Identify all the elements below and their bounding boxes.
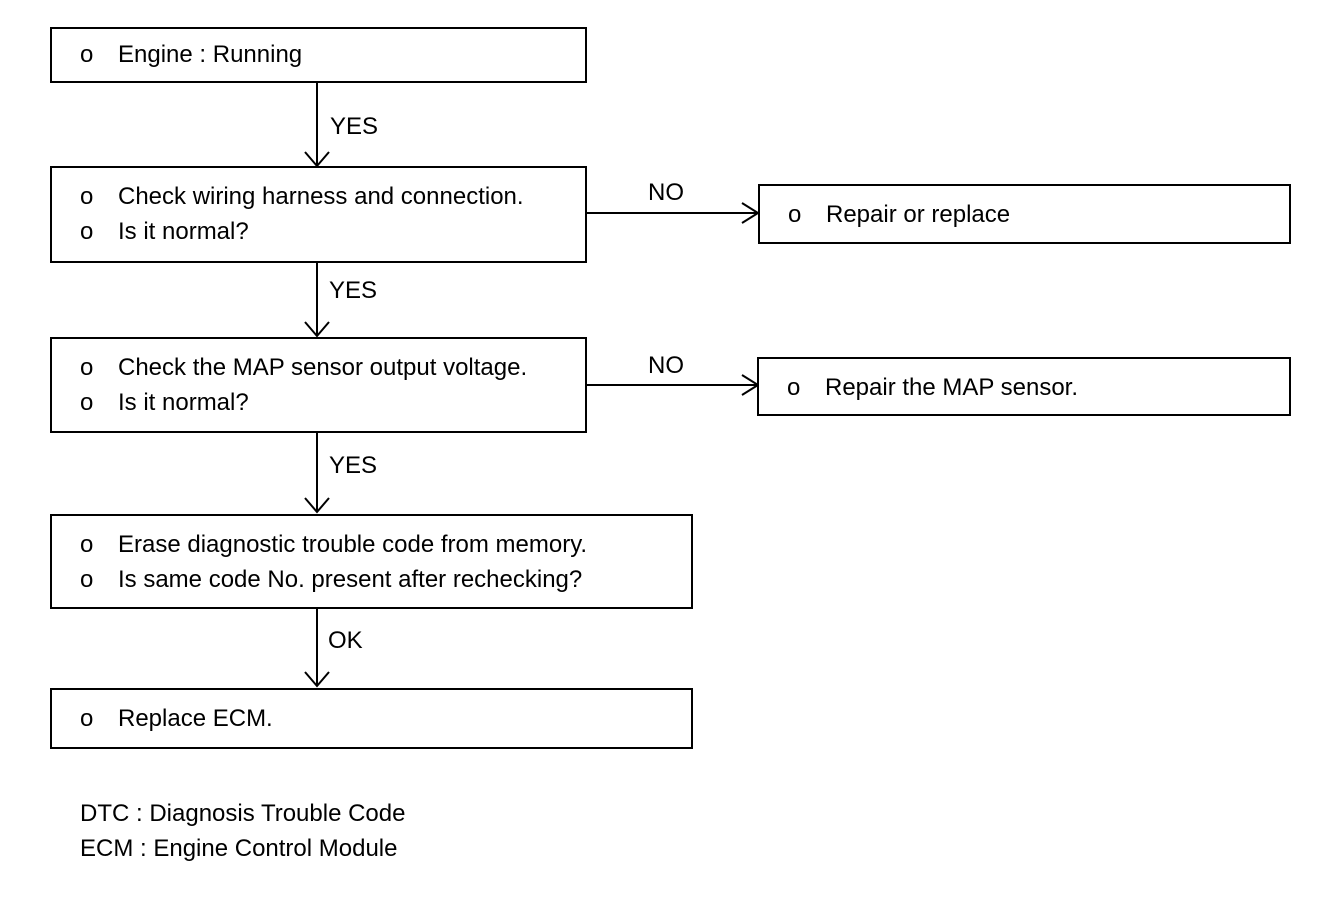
step-text: Engine : Running — [118, 41, 303, 68]
step-check-map: o Check the MAP sensor output voltage. o… — [50, 337, 587, 433]
bullet-marker: o — [787, 374, 801, 401]
bullet-marker: o — [788, 201, 802, 228]
action-repair-map-sensor: o Repair the MAP sensor. — [757, 357, 1291, 416]
edge-label-no-2: NO — [648, 352, 684, 379]
bullet-marker: o — [80, 354, 94, 381]
edge-label-no-1: NO — [648, 179, 684, 206]
bullet-marker: o — [80, 566, 94, 593]
action-text: Repair the MAP sensor. — [825, 374, 1079, 401]
step-text: Replace ECM. — [118, 705, 273, 732]
bullet-marker: o — [80, 705, 94, 732]
edge-label-yes-1: YES — [330, 113, 379, 140]
bullet-marker: o — [80, 218, 94, 245]
step-text: Erase diagnostic trouble code from memor… — [118, 531, 588, 558]
edge-label-ok: OK — [328, 627, 363, 654]
step-check-wiring: o Check wiring harness and connection. o… — [50, 166, 587, 263]
step-erase-dtc: o Erase diagnostic trouble code from mem… — [50, 514, 693, 609]
bullet-marker: o — [80, 41, 94, 68]
arrowhead-yes-3 — [304, 497, 330, 514]
arrowhead-ok — [304, 671, 330, 688]
edge-label-yes-3: YES — [329, 452, 378, 479]
arrowhead-yes-2 — [304, 321, 330, 338]
legend-ecm: ECM : Engine Control Module — [80, 835, 398, 862]
step-text: Check wiring harness and connection. — [118, 183, 524, 210]
action-repair-or-replace: o Repair or replace — [758, 184, 1291, 244]
bullet-marker: o — [80, 389, 94, 416]
bullet-marker: o — [80, 531, 94, 558]
step-text: Check the MAP sensor output voltage. — [118, 354, 528, 381]
legend-dtc: DTC : Diagnosis Trouble Code — [80, 800, 406, 827]
step-text: Is it normal? — [118, 389, 249, 416]
step-replace-ecm: o Replace ECM. — [50, 688, 693, 749]
action-text: Repair or replace — [826, 201, 1011, 228]
bullet-marker: o — [80, 183, 94, 210]
step-text: Is it normal? — [118, 218, 249, 245]
edge-label-yes-2: YES — [329, 277, 378, 304]
step-engine-running: o Engine : Running — [50, 27, 587, 83]
step-text: Is same code No. present after recheckin… — [118, 566, 583, 593]
